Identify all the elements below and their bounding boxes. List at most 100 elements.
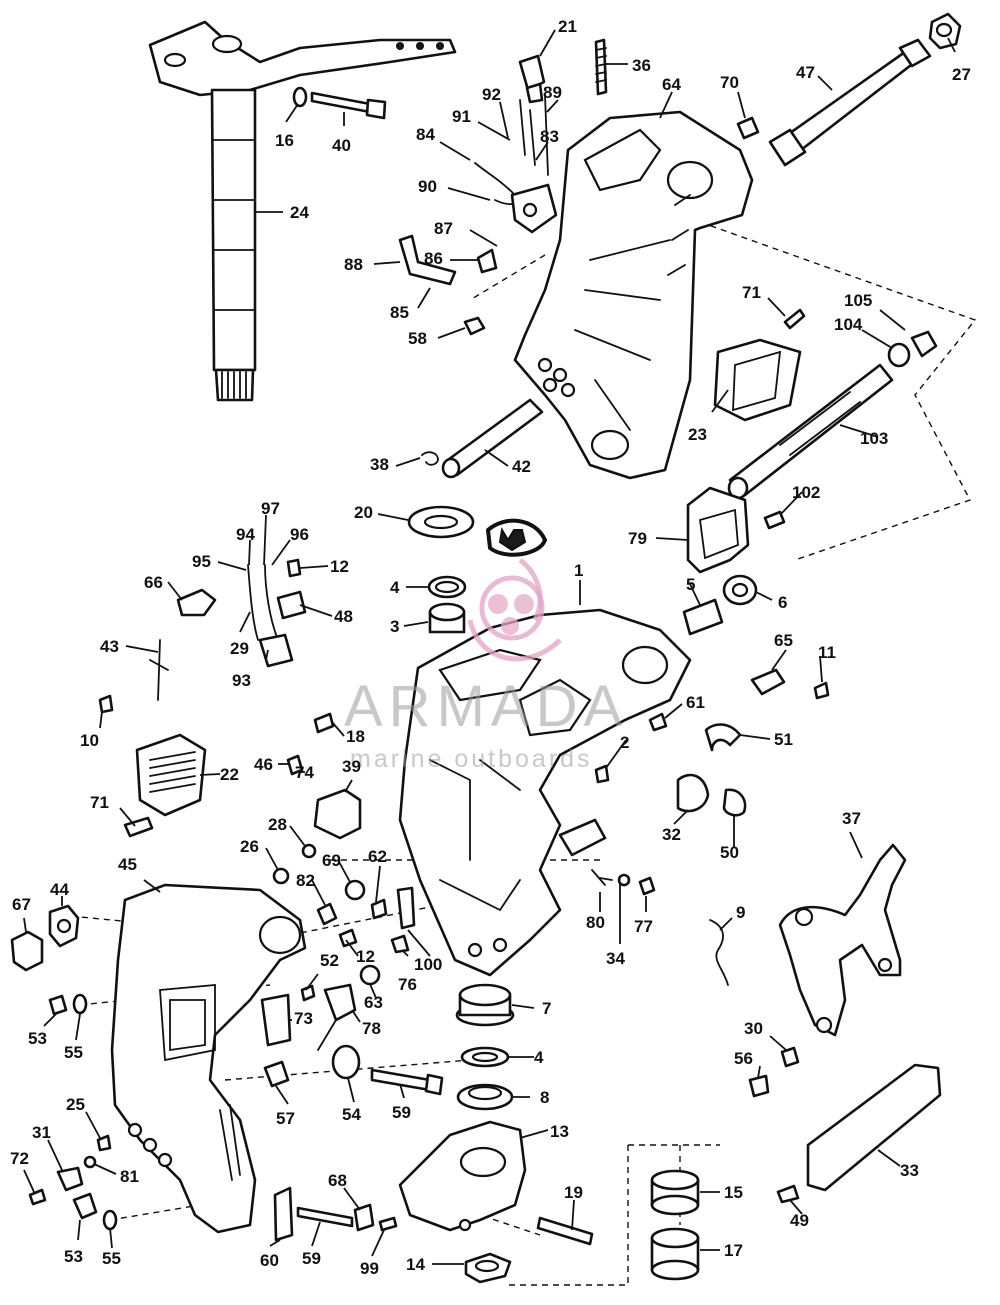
callout-label: 10 [80,731,99,750]
callout-label: 103 [860,429,888,448]
callout-label: 39 [342,757,361,776]
callout-label: 84 [416,125,435,144]
swivel-bracket-part-1 [398,608,692,977]
callout-label: 92 [482,85,501,104]
callout-label: 60 [260,1251,279,1270]
callout-label: 17 [724,1241,743,1260]
callout-label: 79 [628,529,647,548]
callout-label: 37 [842,809,861,828]
callout-label: 19 [564,1183,583,1202]
watermark-tagline: marine outboards [350,745,593,773]
callout-label: 78 [362,1019,381,1038]
callout-label: 5 [686,575,695,594]
stern-bracket-part-45 [110,883,307,1234]
callout-label: 59 [302,1249,321,1268]
callout-label: 42 [512,457,531,476]
callout-label: 4 [534,1048,544,1067]
callout-label: 44 [50,880,69,899]
fasteners-left [10,904,118,1231]
tilt-tube-parts [713,308,938,500]
callout-label: 24 [290,203,309,222]
callout-label: 85 [390,303,409,322]
callout-label: 62 [368,847,387,866]
callout-label: 73 [294,1009,313,1028]
steering-arm-part-24 [148,20,457,402]
callout-label: 21 [558,17,577,36]
callout-label: 22 [220,765,239,784]
callout-label: 82 [296,871,315,890]
callout-label: 96 [290,525,309,544]
bolt-assembly-16-40 [292,86,387,120]
fasteners-lower-left [28,1134,112,1206]
callout-label: 57 [276,1109,295,1128]
callout-label: 49 [790,1211,809,1230]
callout-label: 40 [332,136,351,155]
callout-label: 65 [774,631,793,650]
electrical-parts-left [98,558,335,734]
callout-label: 14 [406,1255,425,1274]
callout-label: 36 [632,56,651,75]
callout-label: 104 [834,315,863,334]
callout-label: 52 [320,951,339,970]
callout-label: 43 [100,637,119,656]
callout-label: 97 [261,499,280,518]
callout-label: 59 [392,1103,411,1122]
tilt-lever-part-37 [778,843,907,1037]
callout-label: 12 [330,557,349,576]
callout-label: 71 [90,793,109,812]
callout-label: 77 [634,917,653,936]
callout-label: 26 [240,837,259,856]
callout-label: 11 [818,643,836,662]
switch-wiring-parts [398,94,558,336]
callout-label: 105 [844,291,872,310]
callout-label: 83 [540,127,559,146]
swivel-bracket-part-64 [513,110,754,480]
upper-small-parts [518,12,962,167]
callout-label: 100 [414,955,442,974]
callout-label: 68 [328,1171,347,1190]
callout-label: 74 [295,763,314,782]
parts-bottom-middle [273,1186,398,1242]
callout-label: 66 [144,573,163,592]
callout-label: 53 [28,1029,47,1048]
callout-label: 76 [398,975,417,994]
callout-label: 29 [230,639,249,658]
callout-label: 25 [66,1095,85,1114]
callout-label: 94 [236,525,255,544]
callout-label: 86 [424,249,443,268]
bushing-parts [427,574,758,636]
small-parts-lower-middle [260,928,444,1096]
callout-label: 12 [356,947,375,966]
yoke-part-13 [398,1120,594,1284]
callout-label: 28 [268,815,287,834]
callout-label: 56 [734,1049,753,1068]
small-parts-middle [123,754,416,930]
callout-label: 4 [390,578,400,597]
callout-label: 95 [192,552,211,571]
callout-label: 81 [120,1167,139,1186]
callout-label: 6 [778,593,787,612]
callout-label: 55 [102,1249,121,1268]
callout-label: 89 [543,83,562,102]
callout-label: 23 [688,425,707,444]
callout-label: 69 [322,851,341,870]
callout-label: 13 [550,1122,569,1141]
callout-label: 33 [900,1161,919,1180]
callout-label: 31 [32,1123,51,1142]
callout-label: 45 [118,855,137,874]
callout-label: 64 [662,75,681,94]
callout-label: 27 [952,65,971,84]
callout-label: 67 [12,895,31,914]
callout-label: 58 [408,329,427,348]
bushing-parts-lower [455,983,515,1111]
callout-label: 7 [542,999,551,1018]
callout-label: 88 [344,255,363,274]
pad-and-bushings [650,1063,942,1281]
callout-label: 48 [334,607,353,626]
callout-label: 70 [720,73,739,92]
callout-label: 1 [574,561,583,580]
callout-label: 2 [620,733,629,752]
callout-label: 53 [64,1247,83,1266]
fasteners-30-56 [748,1046,800,1098]
